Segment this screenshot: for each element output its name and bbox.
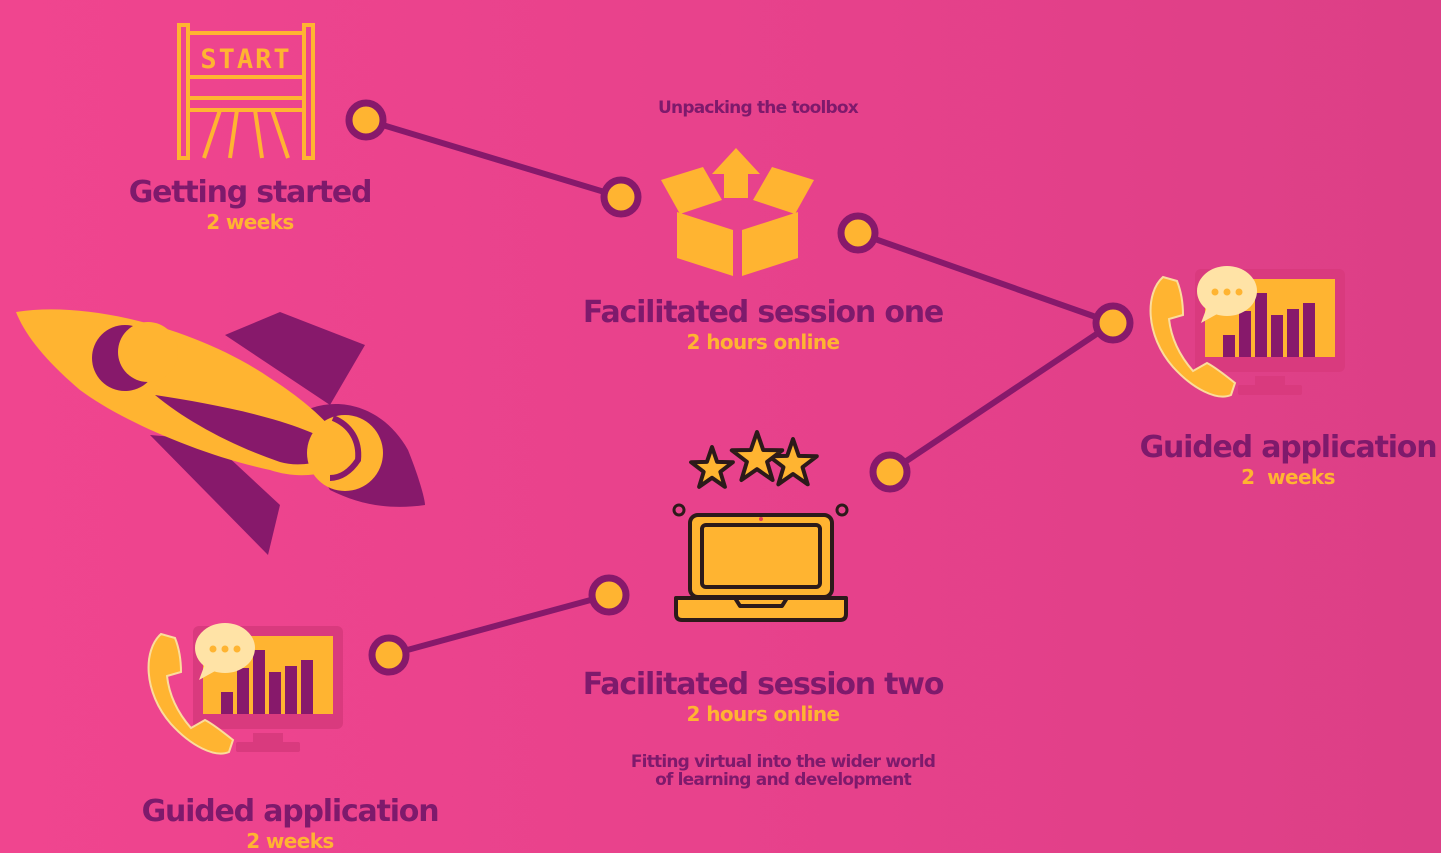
step-title: Getting started xyxy=(128,175,373,210)
connector-line-4 xyxy=(388,592,610,658)
step-duration: 2 hours online xyxy=(686,330,841,354)
connector-line-2 xyxy=(857,230,1114,326)
node-2 xyxy=(600,176,642,218)
node-4 xyxy=(1092,302,1134,344)
phone-chart-icon xyxy=(147,623,343,755)
step-guided-application-2: Guided application 2 weeks xyxy=(140,794,440,853)
step-getting-started: Getting started 2 weeks xyxy=(110,175,390,235)
step-facilitated-two: Facilitated session two 2 hours online xyxy=(563,667,963,727)
step-duration: 2 weeks xyxy=(206,210,294,234)
node-6 xyxy=(588,574,630,616)
step-title: Facilitated session one xyxy=(582,295,944,330)
note-line: of learning and development xyxy=(655,770,912,790)
svg-text:START: START xyxy=(200,44,291,75)
step-title: Facilitated session two xyxy=(582,667,945,702)
note-line: Fitting virtual into the wider world xyxy=(630,752,936,772)
step-guided-application-1: Guided application 2 weeks xyxy=(1138,430,1438,490)
step-note-fitting: Fitting virtual into the wider world of … xyxy=(583,753,983,789)
node-3 xyxy=(837,212,879,254)
step-facilitated-one: Facilitated session one 2 hours online xyxy=(563,295,963,355)
step-duration: 2 hours online xyxy=(686,702,841,726)
node-5 xyxy=(869,451,911,493)
step-duration: 2 weeks xyxy=(246,829,334,853)
laptop-stars-icon xyxy=(672,430,849,622)
step-note-unpacking: Unpacking the toolbox xyxy=(658,98,859,118)
connector-line-3 xyxy=(888,320,1115,475)
node-1 xyxy=(345,99,387,141)
step-title: Guided application xyxy=(141,794,440,829)
connector-lines xyxy=(365,117,1115,658)
connector-nodes xyxy=(345,99,1134,676)
node-7 xyxy=(368,634,410,676)
step-duration: 2 weeks xyxy=(1241,465,1335,489)
connector-line-1 xyxy=(365,117,622,200)
step-title: Guided application xyxy=(1139,430,1438,465)
start-gate-icon: START xyxy=(177,23,315,160)
phone-chart-icon xyxy=(1149,266,1345,398)
open-box-icon xyxy=(661,148,814,276)
camera-dot xyxy=(759,517,763,521)
rocket-icon xyxy=(16,309,425,555)
